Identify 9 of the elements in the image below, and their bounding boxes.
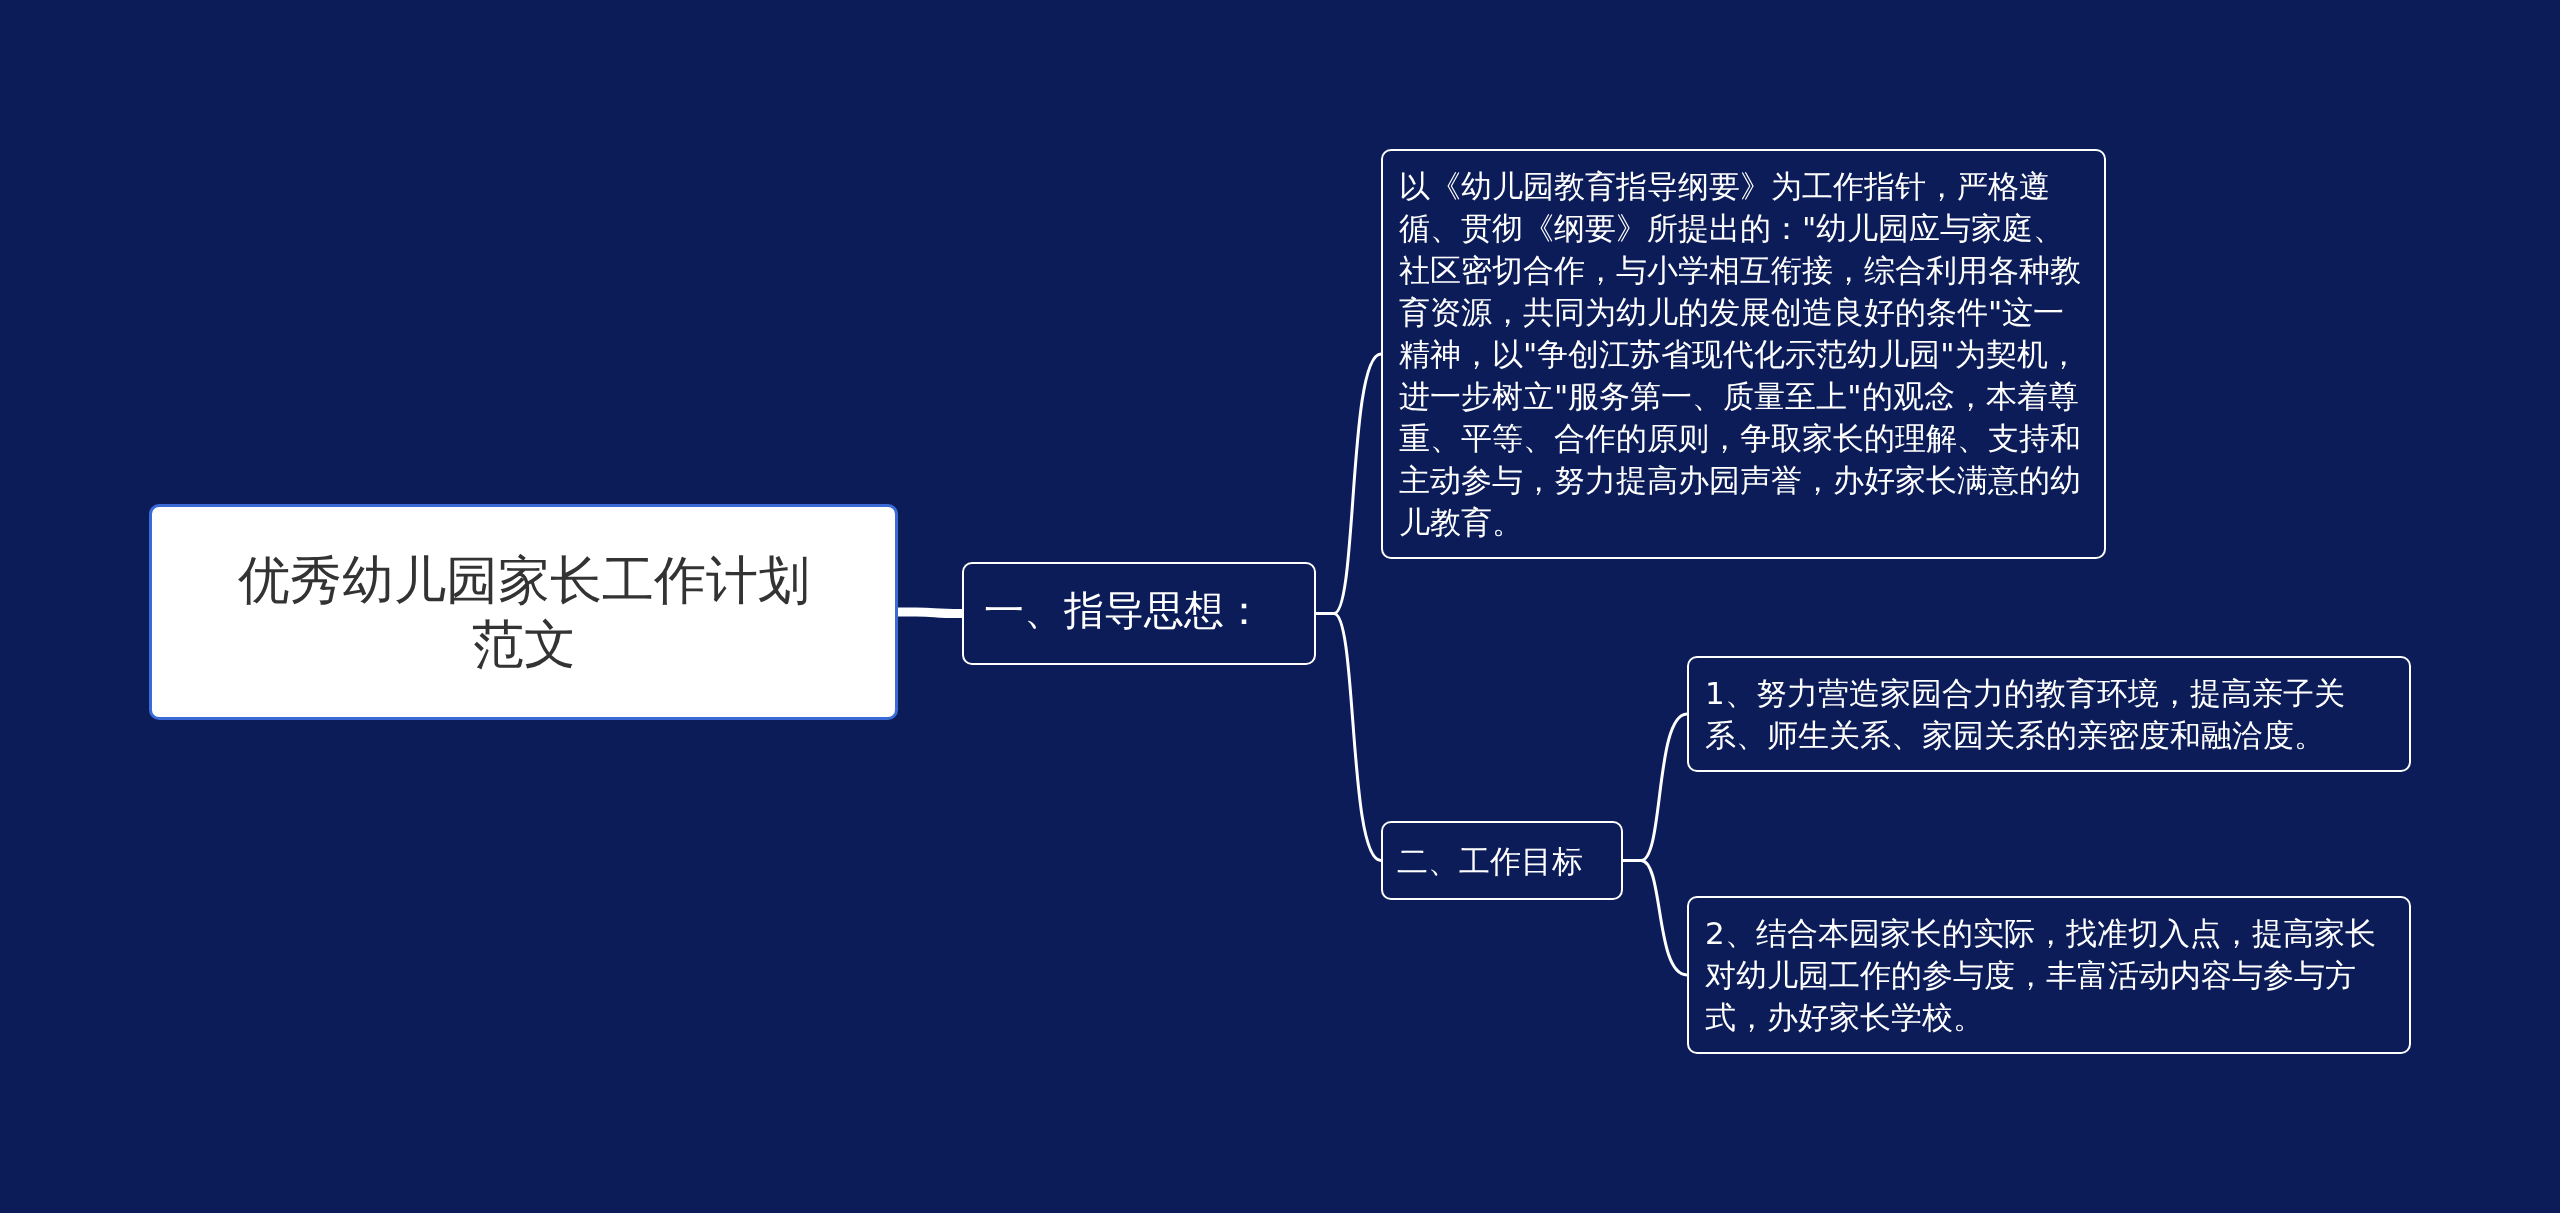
connector (898, 607, 962, 618)
connector (1316, 612, 1382, 862)
branch-box: 一、指导思想： (962, 562, 1316, 665)
connector (1623, 859, 1688, 977)
text-box: 1、努力营造家园合力的教育环境，提高亲子关系、师生关系、家园关系的亲密度和融洽度。 (1687, 656, 2411, 772)
text-box: 2、结合本园家长的实际，找准切入点，提高家长对幼儿园工作的参与度，丰富活动内容与参与方式，办好家长学校。 (1687, 896, 2411, 1054)
topic-box: 优秀幼儿园家长工作计划范文 (149, 504, 898, 720)
text-box: 以《幼儿园教育指导纲要》为工作指针，严格遵循、贯彻《纲要》所提出的："幼儿园应与家庭、社区密切合作，与小学相互衔接，综合利用各种教育资源，共同为幼儿的发展创造良好的条件"这一精神，以"争创江苏省现代化示范幼儿园"为契机，进一步树立"服务第一、质量至上"的观念，本着尊重、平等、合作的原则，争取家长的理解、支持和主动参与，努力提高办园声誉，办好家长满意的幼儿教育。 (1381, 149, 2106, 559)
branch-box: 二、工作目标 (1381, 821, 1623, 900)
